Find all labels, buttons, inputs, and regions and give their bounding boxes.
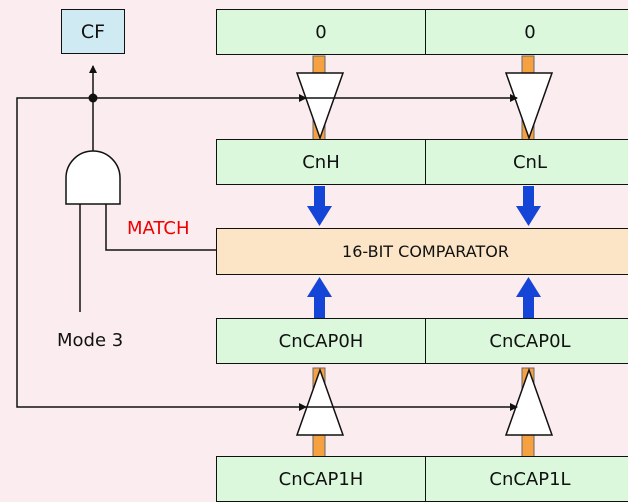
- arrow-cap0h-to-comparator: [307, 277, 332, 318]
- register-cncap0l: CnCAP0L: [425, 318, 628, 364]
- register-top-low-label: 0: [524, 21, 536, 43]
- cf-flag-label: CF: [80, 20, 106, 43]
- register-cnh-label: CnH: [302, 151, 340, 173]
- comparator-box: 16-BIT COMPARATOR: [216, 228, 628, 275]
- register-top-high: 0: [216, 9, 426, 55]
- arrow-cap0l-to-comparator: [516, 277, 541, 318]
- cf-flag-box: CF: [61, 9, 125, 54]
- register-cnl: CnL: [425, 139, 628, 185]
- register-cnl-label: CnL: [512, 151, 547, 173]
- buffer-down-low: [504, 72, 554, 141]
- and-gate: [65, 150, 121, 205]
- buffer-up-high: [295, 367, 345, 436]
- buffer-up-low: [504, 367, 554, 436]
- arrow-cnh-to-comparator: [307, 186, 332, 226]
- register-top-high-label: 0: [315, 21, 327, 43]
- junction-dot: [88, 93, 98, 103]
- arrow-cnl-to-comparator: [516, 186, 541, 226]
- register-cncap1h-label: CnCAP1H: [278, 468, 364, 490]
- comparator-label: 16-BIT COMPARATOR: [342, 242, 509, 261]
- mode-label: Mode 3: [57, 330, 124, 351]
- buffer-down-high: [295, 72, 345, 141]
- register-cncap1l: CnCAP1L: [425, 456, 628, 502]
- register-cncap0h-label: CnCAP0H: [278, 330, 364, 352]
- register-cncap1l-label: CnCAP1L: [489, 468, 571, 490]
- register-top-low: 0: [425, 9, 628, 55]
- register-cncap0l-label: CnCAP0L: [489, 330, 571, 352]
- register-cnh: CnH: [216, 139, 426, 185]
- register-cncap0h: CnCAP0H: [216, 318, 426, 364]
- register-cncap1h: CnCAP1H: [216, 456, 426, 502]
- match-label: MATCH: [127, 218, 190, 239]
